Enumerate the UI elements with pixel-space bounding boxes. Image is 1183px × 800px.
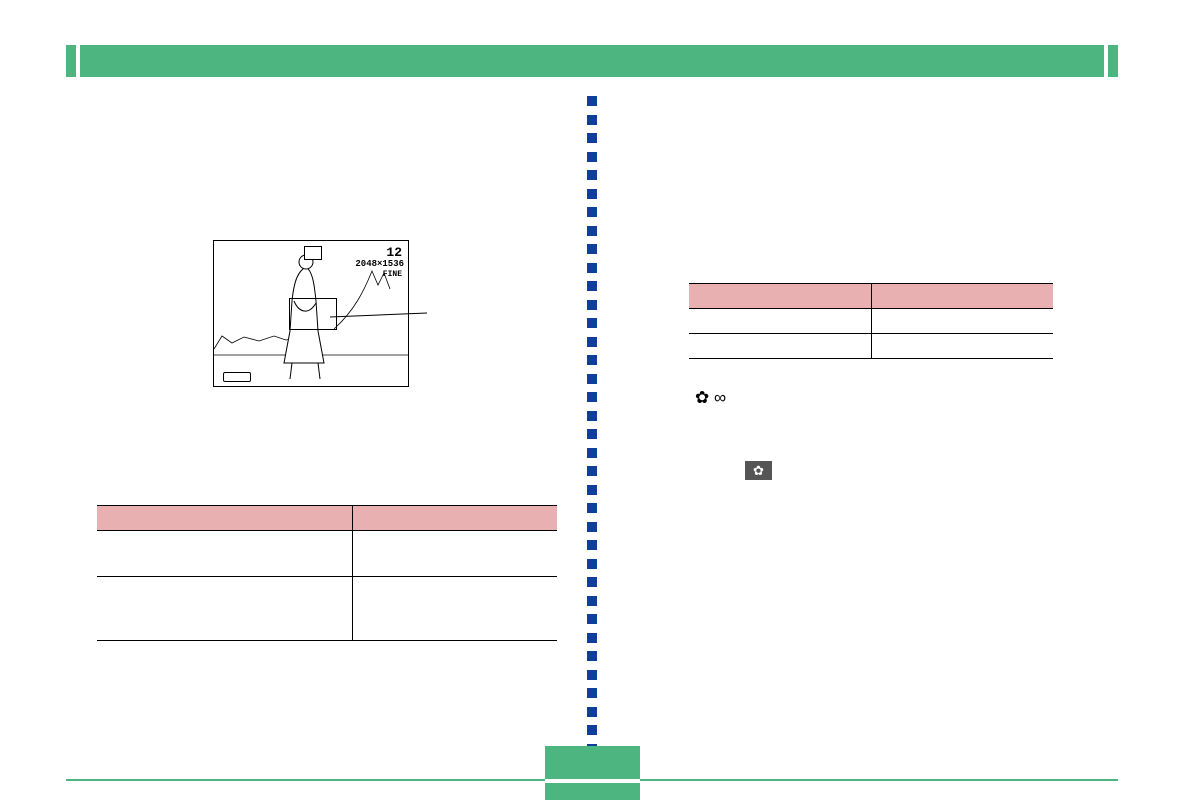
focus-frame bbox=[289, 298, 337, 330]
macro-infinity-icon: ✿ ∞ bbox=[695, 388, 727, 407]
divider-dot bbox=[587, 632, 597, 643]
divider-dot bbox=[587, 262, 597, 273]
header-divider-left bbox=[76, 45, 80, 77]
header-bar bbox=[66, 45, 1118, 77]
shot-count: 12 bbox=[386, 245, 402, 260]
table-row bbox=[689, 333, 1053, 359]
table-header-cell bbox=[97, 505, 353, 531]
divider-dot bbox=[587, 299, 597, 310]
table-header-cell bbox=[871, 283, 1053, 309]
header-divider-right bbox=[1104, 45, 1108, 77]
table-cell bbox=[97, 530, 353, 577]
divider-dot bbox=[587, 706, 597, 717]
divider-dot bbox=[587, 540, 597, 550]
right-table bbox=[689, 283, 1053, 359]
divider-dot bbox=[587, 521, 597, 532]
left-table bbox=[97, 505, 557, 641]
divider-dot bbox=[587, 614, 597, 624]
callout-line bbox=[330, 312, 428, 318]
battery-icon bbox=[223, 372, 251, 382]
divider-dot bbox=[587, 595, 597, 606]
table-cell bbox=[352, 530, 557, 577]
divider-dot bbox=[587, 725, 597, 735]
divider-dot bbox=[587, 151, 597, 162]
resolution-readout: 2048×1536 bbox=[355, 259, 404, 269]
table-cell bbox=[97, 576, 353, 641]
table-row bbox=[97, 576, 557, 641]
divider-dot bbox=[587, 558, 597, 569]
divider-dot bbox=[587, 503, 597, 513]
divider-dot bbox=[587, 170, 597, 180]
divider-dot bbox=[587, 392, 597, 402]
divider-dot bbox=[587, 318, 597, 328]
table-row bbox=[689, 308, 1053, 334]
divider-dot bbox=[587, 373, 597, 384]
divider-dot bbox=[587, 410, 597, 421]
divider-dot bbox=[587, 466, 597, 476]
table-header-cell bbox=[352, 505, 557, 531]
divider-dot bbox=[587, 669, 597, 680]
divider-dot bbox=[587, 447, 597, 458]
divider-dot bbox=[587, 281, 597, 291]
table-cell bbox=[352, 576, 557, 641]
table-cell bbox=[871, 333, 1053, 359]
divider-dot bbox=[587, 577, 597, 587]
table-cell bbox=[689, 308, 872, 334]
flash-mode-icon bbox=[304, 246, 322, 260]
divider-dot bbox=[587, 207, 597, 217]
quality-readout: FINE bbox=[382, 270, 402, 279]
divider-dot bbox=[587, 244, 597, 254]
footer-line-left bbox=[66, 779, 545, 781]
divider-dot bbox=[587, 188, 597, 199]
divider-dot bbox=[587, 651, 597, 661]
camera-screen-figure: 12 2048×1536 FINE bbox=[213, 240, 409, 387]
macro-mode-icon: ✿ bbox=[745, 461, 772, 480]
table-header-row bbox=[97, 505, 557, 531]
table-cell bbox=[689, 333, 872, 359]
table-header-cell bbox=[689, 283, 872, 309]
divider-dot bbox=[587, 133, 597, 143]
divider-dot bbox=[587, 484, 597, 495]
table-header-row bbox=[689, 283, 1053, 309]
divider-dot bbox=[587, 429, 597, 439]
divider-dot bbox=[587, 336, 597, 347]
divider-dot bbox=[587, 225, 597, 236]
divider-dot bbox=[587, 96, 597, 106]
table-cell bbox=[871, 308, 1053, 334]
table-row bbox=[97, 530, 557, 577]
page-number-box bbox=[545, 746, 640, 800]
footer-line-right bbox=[640, 779, 1118, 781]
divider-dot bbox=[587, 688, 597, 698]
divider-dot bbox=[587, 114, 597, 125]
page-box-divider bbox=[545, 779, 640, 783]
divider-dot bbox=[587, 355, 597, 365]
